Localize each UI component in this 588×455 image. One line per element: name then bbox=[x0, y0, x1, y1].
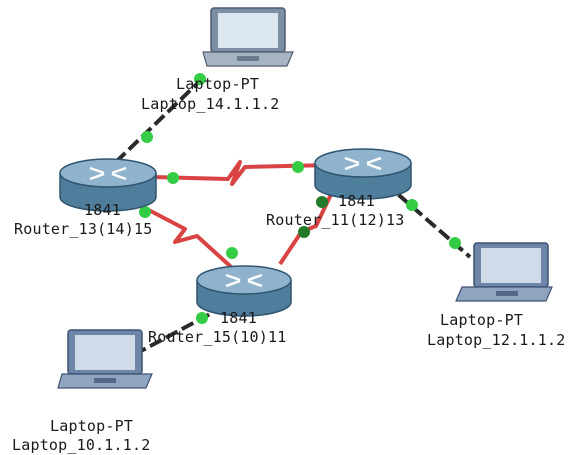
device-type-label: Laptop-PT bbox=[50, 417, 134, 435]
device-type-label: Laptop-PT bbox=[176, 75, 260, 93]
router-icon[interactable] bbox=[59, 158, 157, 212]
laptop-icon[interactable] bbox=[57, 329, 153, 389]
link-laptop14-router13[interactable] bbox=[116, 76, 205, 162]
serial-link-router13-router15[interactable] bbox=[142, 205, 242, 277]
laptop-icon[interactable] bbox=[202, 7, 294, 67]
port-status-light bbox=[449, 237, 461, 249]
port-status-light bbox=[316, 196, 328, 208]
router-icon[interactable] bbox=[314, 148, 412, 200]
port-status-light bbox=[141, 131, 153, 143]
laptop-icon[interactable] bbox=[455, 242, 553, 302]
device-type-label: 1841 bbox=[220, 309, 257, 327]
port-status-light bbox=[406, 199, 418, 211]
device-type-label: 1841 bbox=[338, 192, 375, 210]
device-name-label: Laptop_10.1.1.2 bbox=[12, 436, 151, 454]
link-router15-laptop10[interactable] bbox=[127, 304, 226, 360]
device-name-label: Laptop_12.1.1.2 bbox=[427, 331, 566, 349]
device-name-label: Router_13(14)15 bbox=[14, 220, 153, 238]
router-icon[interactable] bbox=[196, 265, 292, 317]
port-status-light bbox=[226, 247, 238, 259]
port-status-light bbox=[298, 226, 310, 238]
device-name-label: Router_11(12)13 bbox=[266, 211, 405, 229]
serial-link-router13-router11[interactable] bbox=[151, 160, 331, 186]
port-status-light bbox=[139, 206, 151, 218]
device-name-label: Laptop_14.1.1.2 bbox=[141, 95, 280, 113]
port-status-light bbox=[292, 161, 304, 173]
port-status-light bbox=[196, 312, 208, 324]
device-name-label: Router_15(10)11 bbox=[148, 328, 287, 346]
device-type-label: 1841 bbox=[84, 201, 121, 219]
port-status-light bbox=[194, 73, 206, 85]
device-type-label: Laptop-PT bbox=[440, 311, 524, 329]
port-status-light bbox=[167, 172, 179, 184]
